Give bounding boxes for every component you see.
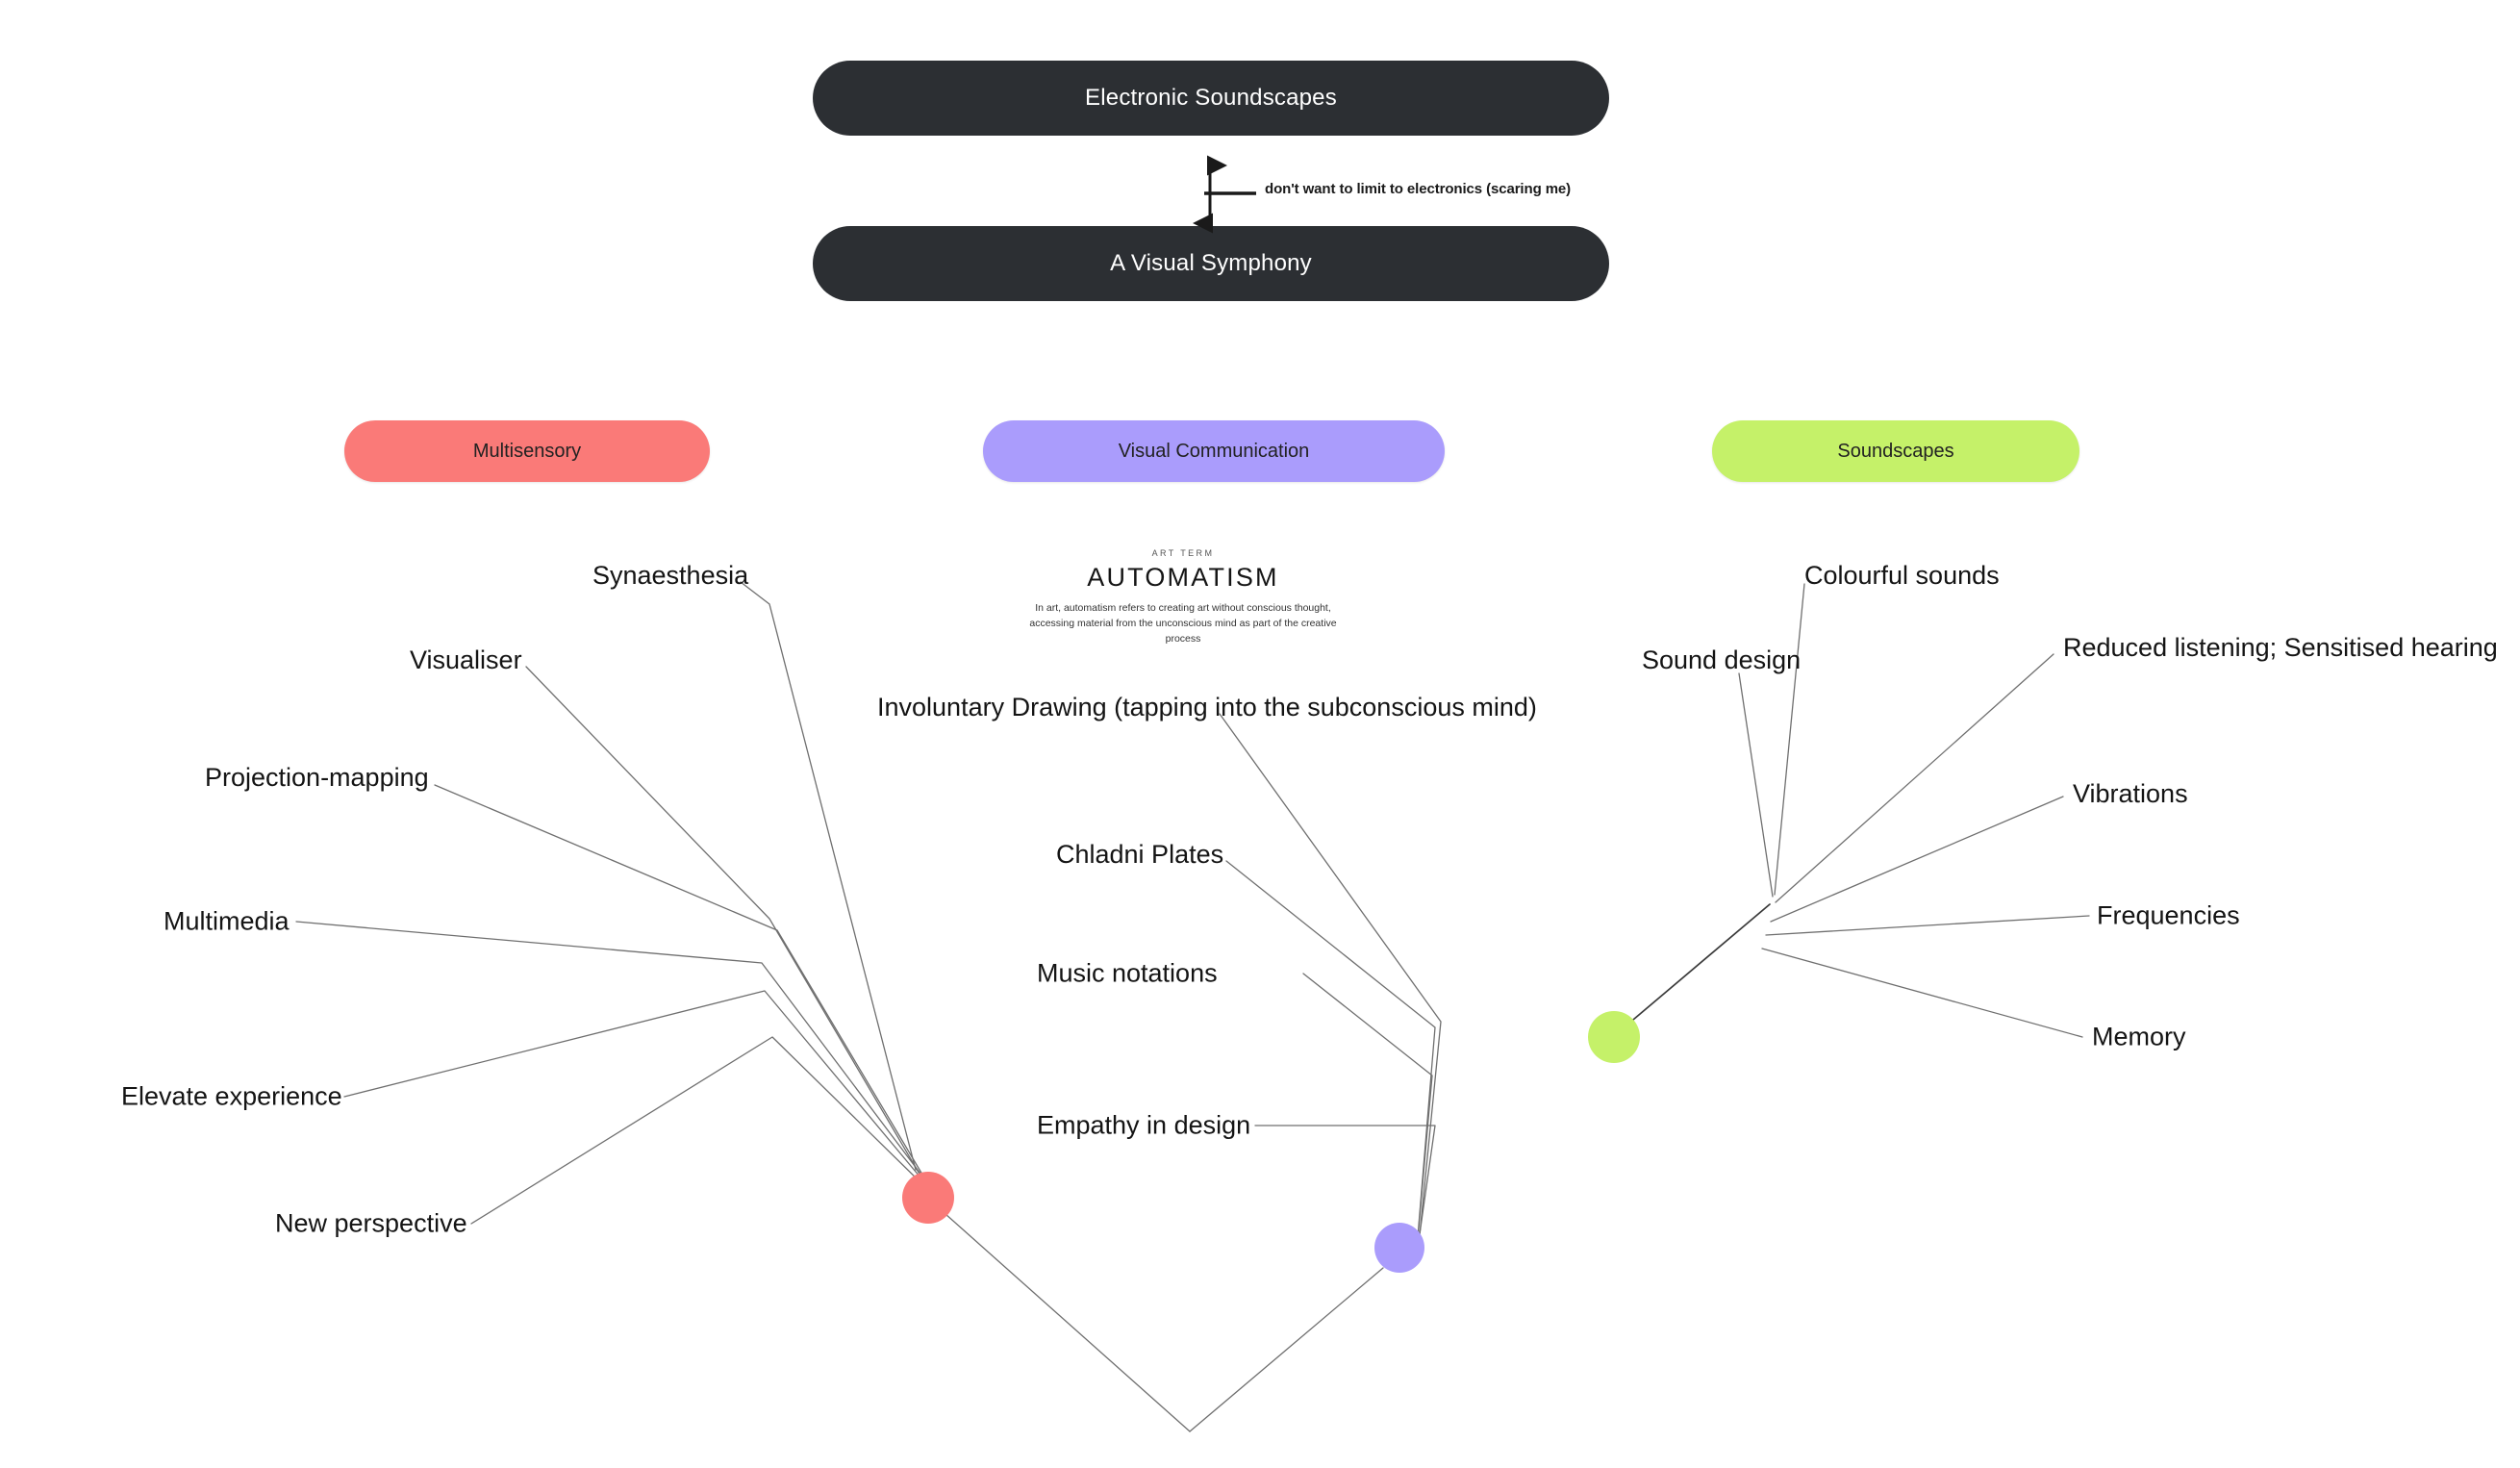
leaf-label-colourful-sounds[interactable]: Colourful sounds: [1804, 561, 2000, 590]
title-block-electronic-soundscapes[interactable]: Electronic Soundscapes: [813, 61, 1609, 136]
art-term-kicker: ART TERM: [1151, 548, 1215, 558]
art-term-body: In art, automatism refers to creating ar…: [1029, 602, 1337, 645]
title-block-a-visual-symphony[interactable]: A Visual Symphony: [813, 226, 1609, 301]
category-pill-visual-communication[interactable]: Visual Communication: [983, 420, 1445, 482]
leaf-label-music-notations[interactable]: Music notations: [1037, 958, 1218, 988]
leaf-label-projection-mapping[interactable]: Projection-mapping: [205, 763, 429, 792]
leaf-label-elevate-experience[interactable]: Elevate experience: [121, 1081, 342, 1111]
leaf-label-synaesthesia[interactable]: Synaesthesia: [592, 561, 749, 590]
leaf-label-chladni-plates[interactable]: Chladni Plates: [1056, 840, 1224, 869]
leaf-label-multimedia[interactable]: Multimedia: [164, 906, 290, 936]
leaf-label-involuntary-drawing[interactable]: Involuntary Drawing (tapping into the su…: [877, 693, 1537, 721]
category-pill-soundscapes[interactable]: Soundscapes: [1712, 420, 2079, 482]
branch-node-soundscapes[interactable]: [1588, 1011, 1640, 1063]
branch-node-multisensory[interactable]: [902, 1172, 954, 1224]
branch-node-visual-communication[interactable]: [1374, 1223, 1424, 1273]
leaf-label-sound-design[interactable]: Sound design: [1642, 645, 1802, 674]
art-term-title: AUTOMATISM: [1087, 563, 1279, 592]
leaf-label-memory[interactable]: Memory: [2092, 1022, 2186, 1051]
leaf-label-new-perspective[interactable]: New perspective: [275, 1208, 467, 1238]
annotation-note-text: don't want to limit to electronics (scar…: [1265, 181, 1572, 197]
category-pill-multisensory[interactable]: Multisensory: [344, 420, 710, 482]
leaf-label-reduced-listening[interactable]: Reduced listening; Sensitised hearing: [2063, 633, 2498, 662]
leaf-label-empathy-in-design[interactable]: Empathy in design: [1037, 1110, 1251, 1140]
leaf-label-vibrations[interactable]: Vibrations: [2073, 779, 2188, 808]
leaf-label-visualiser[interactable]: Visualiser: [410, 645, 522, 674]
art-term-card: ART TERM AUTOMATISM In art, automatism r…: [1010, 548, 1356, 646]
leaf-label-frequencies[interactable]: Frequencies: [2097, 900, 2240, 930]
